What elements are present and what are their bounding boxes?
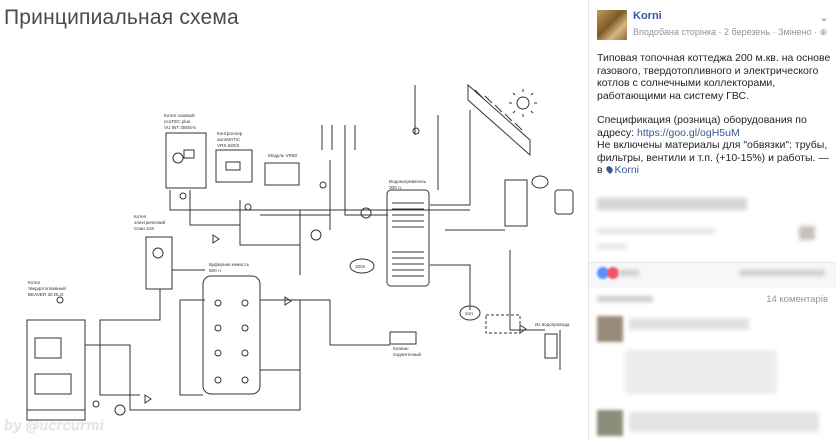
globe-icon: ⊕ [819,27,828,37]
location-name: Korni [614,164,640,176]
photo-viewer[interactable]: Принципиальная схема [0,0,588,441]
post-meta: Вподобана сторінка · 2 березень · Змінен… [633,27,827,38]
label-tank-100: 100л [355,264,366,269]
label-buffer-2: 500 л. [209,268,222,273]
comment-avatar[interactable] [597,410,623,436]
water-heater [386,189,430,287]
label-electric-boiler-1: Котел [134,214,147,219]
label-tank-24: 24л [465,311,473,316]
post-panel: Korni Вподобана сторінка · 2 березень · … [588,0,836,441]
blurred-prev-comments [597,296,653,302]
label-controller-1: Контроллер [217,131,243,136]
label-controller-2: auroMATIC [217,137,241,142]
label-electric-boiler-3: Сеан 21К [134,226,154,231]
solid-fuel-boiler [26,319,86,421]
comments-count[interactable]: 14 коментарів [766,294,828,305]
label-solid-boiler-1: Котел [28,280,41,285]
location-link[interactable]: Korni [604,164,640,176]
label-water-heater-2: 300 л. [389,185,402,190]
heating-schematic: Котел газовый ecoTEC plus VU INT 306/5-5… [26,83,574,421]
label-gas-boiler-2: ecoTEC plus [164,119,191,124]
location-prefix: в [597,164,606,176]
label-valve-1: Клапан [393,346,409,351]
label-controller-3: VRS 620/3 [217,143,240,148]
blurred-action-row [597,198,747,210]
label-gas-boiler-3: VU INT 306/5-5 [164,125,196,130]
blurred-line-1 [597,228,715,234]
comment-avatar[interactable] [597,316,623,342]
label-module: Модуль VR60 [268,153,297,158]
gas-boiler [165,132,207,189]
author-avatar[interactable] [597,10,627,40]
label-water-heater-1: Водонагреватель [389,179,427,184]
photo-title: Принципиальная схема [4,6,239,29]
label-valve-2: подпиточный [393,351,421,357]
solar-collector [467,83,531,157]
blurred-share-count [739,270,825,276]
label-solid-boiler-2: твердотопливный [28,285,66,291]
post-paragraph-2: Спецификация (розница) оборудования по а… [597,114,833,177]
location-pin-icon [604,164,614,175]
note-text: Не включены материалы для "обвязки": тру… [597,139,829,164]
label-gas-boiler-1: Котел газовый [164,112,195,118]
blurred-comment-text [625,350,777,394]
blurred-line-3 [799,226,815,240]
electric-boiler [145,236,173,290]
module-box [264,162,300,186]
blurred-comment-author [629,318,749,330]
post-paragraph-1: Типовая топочная коттеджа 200 м.кв. на о… [597,52,831,102]
post-meta-text: Вподобана сторінка · 2 березень · Змінен… [633,27,818,37]
label-solid-boiler-3: BEAVER 30 DLO [28,292,64,297]
blurred-line-2 [597,244,627,249]
solar-station [504,179,528,227]
controller-box [215,149,253,183]
watermark: by @ucrcurmi [4,418,105,434]
label-buffer-1: Буферная емкость [209,262,250,267]
author-name[interactable]: Korni [633,10,662,22]
spec-link[interactable]: https://goo.gl/ogH5uM [636,126,740,139]
reaction-icons [597,267,621,279]
options-chevron-icon[interactable]: ⌄ [819,10,830,24]
spec-text: Спецификация (розница) оборудования по а… [597,114,807,139]
blurred-reactors [619,270,639,276]
buffer-tank [202,275,261,395]
label-water-supply: Из водопровода [535,322,570,327]
blurred-comment-text [629,412,819,432]
label-electric-boiler-2: электрический [134,219,166,225]
post-text: Типовая топочная коттеджа 200 м.кв. на о… [597,52,833,189]
